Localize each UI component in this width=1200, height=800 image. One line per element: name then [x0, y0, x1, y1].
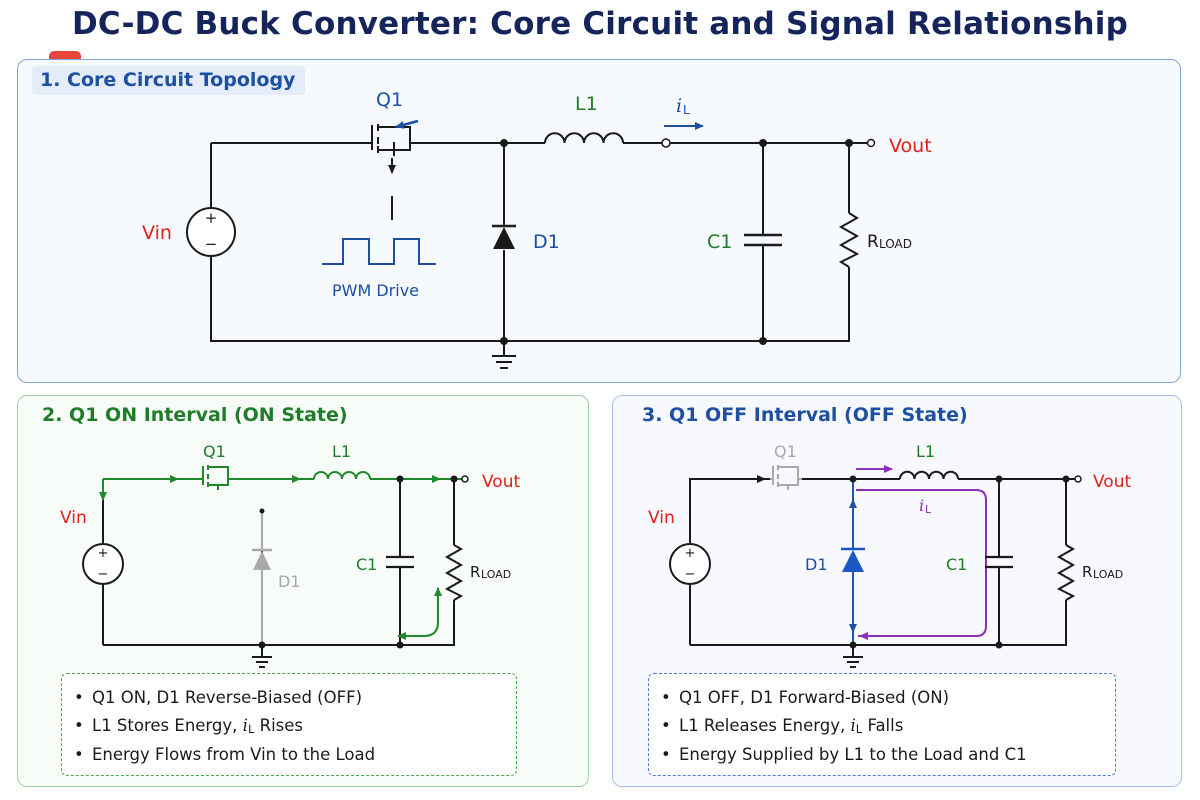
diode-d1-icon — [492, 224, 516, 249]
rload-on-label: R — [470, 563, 480, 581]
junction-dots-off — [849, 475, 1070, 649]
off-note-text: Falls — [862, 715, 904, 735]
c1-label: C1 — [707, 231, 732, 253]
vin-minus-sign: − — [205, 235, 218, 253]
vin-on-minus-sign: − — [98, 567, 109, 582]
q1-on-label: Q1 — [203, 442, 226, 461]
off-state-panel-title: 3. Q1 OFF Interval (OFF State) — [642, 404, 968, 426]
rload-on-label-subscript: LOAD — [481, 568, 511, 581]
vin-on-label: Vin — [60, 508, 87, 528]
vout-terminal-off-icon — [1074, 475, 1082, 483]
il-subscript: L — [855, 721, 863, 736]
resistor-rload-off-icon — [1056, 544, 1076, 601]
ground-on-icon — [252, 656, 272, 668]
mosfet-q1-off-icon — [770, 465, 802, 490]
off-note-text: Q1 OFF, D1 Forward-Biased (ON) — [679, 688, 950, 707]
d1-on-label: D1 — [278, 572, 301, 591]
off-note-item: L1 Releases Energy, iL Falls — [661, 712, 1115, 742]
off-note-text: Energy Supplied by L1 to the Load and C1 — [679, 745, 1027, 764]
on-note-item: Q1 ON, D1 Reverse-Biased (OFF) — [74, 684, 516, 712]
d1-off-label: D1 — [805, 555, 828, 574]
off-note-item: Energy Supplied by L1 to the Load and C1 — [661, 741, 1115, 769]
resistor-rload-icon — [838, 212, 860, 268]
mosfet-q1-icon — [365, 124, 420, 220]
vout-label: Vout — [889, 135, 932, 157]
topology-circuit — [210, 142, 868, 356]
rload-label-subscript: LOAD — [879, 237, 912, 251]
q1-off-label: Q1 — [774, 442, 797, 461]
il-symbol: i — [242, 715, 248, 735]
topology-panel-title: 1. Core Circuit Topology — [32, 66, 306, 95]
on-note-text: Rises — [254, 715, 303, 735]
l1-off-label: L1 — [916, 442, 935, 461]
on-note-item: Energy Flows from Vin to the Load — [74, 741, 516, 769]
inductor-l1-off-icon — [899, 470, 959, 480]
vin-source-off-icon: + − — [669, 543, 711, 585]
q1-body-arrow-icon — [395, 119, 419, 129]
capacitor-c1-icon — [744, 233, 782, 247]
il-label-subscript: L — [683, 103, 690, 117]
pwm-label: PWM Drive — [332, 281, 419, 300]
node-open-icon — [661, 138, 671, 148]
pwm-waveform-icon — [322, 238, 436, 265]
diode-d1-off-icon — [841, 479, 865, 645]
d1-label: D1 — [533, 231, 560, 253]
il-off-label: i — [919, 496, 924, 515]
vin-off-label: Vin — [648, 508, 675, 528]
resistor-rload-on-icon — [444, 544, 464, 601]
on-note-text: Energy Flows from Vin to the Load — [92, 745, 376, 764]
vout-terminal-on-icon — [461, 475, 469, 483]
vin-on-plus-sign: + — [98, 546, 109, 561]
on-note-text: L1 Stores Energy, — [92, 715, 243, 735]
vout-terminal-icon — [866, 138, 876, 148]
left-wire — [210, 143, 850, 342]
on-note-item: L1 Stores Energy, iL Rises — [74, 712, 516, 742]
c1-on-label: C1 — [356, 555, 377, 574]
inductor-l1-icon — [544, 132, 624, 144]
il-off-label-subscript: L — [925, 503, 932, 516]
ground-icon — [492, 355, 516, 369]
il-symbol: i — [850, 715, 856, 735]
vin-plus-sign: + — [205, 209, 218, 227]
inductor-l1-on-icon — [313, 471, 371, 480]
rload-label: R — [867, 232, 879, 252]
vin-label: Vin — [142, 222, 172, 244]
vout-on-label: Vout — [482, 472, 520, 492]
page-title: DC-DC Buck Converter: Core Circuit and S… — [72, 6, 1128, 42]
l1-label: L1 — [575, 93, 598, 115]
vin-off-minus-sign: − — [685, 567, 696, 582]
on-state-current-path — [99, 475, 462, 640]
off-state-circuit — [689, 475, 1080, 657]
on-state-notes: Q1 ON, D1 Reverse-Biased (OFF) L1 Stores… — [61, 673, 517, 776]
diode-d1-on-icon — [252, 510, 272, 645]
q1-label: Q1 — [376, 89, 403, 111]
ground-off-icon — [843, 656, 863, 668]
vin-off-plus-sign: + — [685, 546, 696, 561]
junction-dots — [500, 139, 853, 345]
off-state-notes: Q1 OFF, D1 Forward-Biased (ON) L1 Releas… — [648, 673, 1116, 776]
off-state-current-path — [856, 465, 987, 640]
off-note-item: Q1 OFF, D1 Forward-Biased (ON) — [661, 684, 1115, 712]
on-state-panel-title: 2. Q1 ON Interval (ON State) — [42, 404, 348, 426]
capacitor-c1-off-icon — [985, 555, 1013, 569]
rload-off-label-subscript: LOAD — [1093, 568, 1123, 581]
il-label: i — [676, 95, 682, 117]
il-subscript: L — [247, 721, 255, 736]
rload-off-label: R — [1082, 563, 1092, 581]
vin-source-icon: + − — [186, 207, 236, 257]
off-note-text: L1 Releases Energy, — [679, 715, 851, 735]
capacitor-c1-on-icon — [386, 555, 414, 569]
c1-off-label: C1 — [946, 555, 967, 574]
junction-dots-on — [258, 475, 458, 649]
mosfet-q1-on-icon — [200, 465, 232, 490]
vin-source-on-icon: + − — [82, 543, 124, 585]
vout-off-label: Vout — [1093, 472, 1131, 492]
l1-on-label: L1 — [332, 442, 351, 461]
on-note-text: Q1 ON, D1 Reverse-Biased (OFF) — [92, 688, 363, 707]
